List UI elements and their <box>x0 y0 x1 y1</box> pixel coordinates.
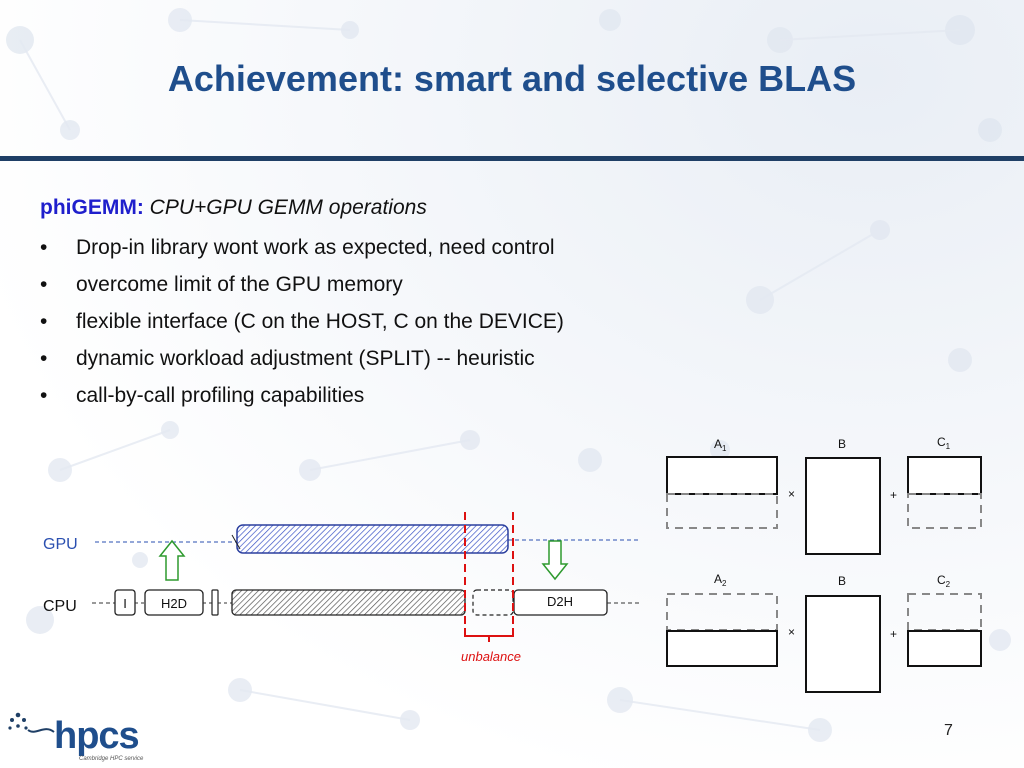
cpu-compute-bar <box>231 589 466 616</box>
subtitle-rest: CPU+GPU GEMM operations <box>149 196 427 219</box>
matrix-c1-bottom <box>907 493 982 529</box>
title-divider <box>0 156 1024 161</box>
matrix-c2-top <box>907 593 982 631</box>
sync-box <box>211 589 219 616</box>
subtitle-lead: phiGEMM: <box>40 196 144 219</box>
bullet-item: flexible interface (C on the HOST, C on … <box>40 310 564 347</box>
subtitle: phiGEMM: CPU+GPU GEMM operations <box>40 196 427 220</box>
a2-label: A2 <box>714 572 727 588</box>
page-number: 7 <box>944 722 953 739</box>
idle-gap-box <box>472 589 514 616</box>
plus-symbol-2: + <box>890 627 897 641</box>
matrix-c1-top <box>907 456 982 495</box>
a1-label: A1 <box>714 437 727 453</box>
times-symbol-1: × <box>788 487 795 501</box>
download-arrow-icon <box>541 540 569 581</box>
slide-title: Achievement: smart and selective BLAS <box>167 58 857 99</box>
init-label: I <box>123 596 127 611</box>
hpcs-logo: hpcs Cambridge HPC service <box>8 712 144 762</box>
bullet-item: overcome limit of the GPU memory <box>40 273 564 310</box>
d2h-label: D2H <box>547 594 573 609</box>
gpu-label: GPU <box>43 536 78 553</box>
cpu-label: CPU <box>43 598 77 615</box>
unbalance-brace <box>464 628 514 642</box>
matrix-a2-bottom <box>666 630 778 667</box>
bullet-item: call-by-call profiling capabilities <box>40 384 564 421</box>
c2-label: C2 <box>937 573 951 589</box>
c1-label: C1 <box>937 435 951 451</box>
gpu-bar-connector <box>231 534 241 550</box>
matrix-a1-top <box>666 456 778 495</box>
matrix-a2-top <box>666 593 778 631</box>
logo-text: hpcs <box>54 715 139 757</box>
times-symbol-2: × <box>788 625 795 639</box>
upload-arrow-icon <box>158 539 186 581</box>
bullet-item: Drop-in library wont work as expected, n… <box>40 236 564 273</box>
matrix-b1 <box>805 457 881 555</box>
bullet-list: Drop-in library wont work as expected, n… <box>40 236 564 421</box>
h2d-label: H2D <box>161 596 187 611</box>
matrix-b2 <box>805 595 881 693</box>
unbalance-label: unbalance <box>461 649 521 664</box>
logo-tagline: Cambridge HPC service <box>79 756 144 762</box>
matrix-a1-bottom <box>666 493 778 529</box>
gpu-compute-bar <box>236 524 509 554</box>
bullet-item: dynamic workload adjustment (SPLIT) -- h… <box>40 347 564 384</box>
plus-symbol-1: + <box>890 488 897 502</box>
matrix-c2-bottom <box>907 630 982 667</box>
b2-label: B <box>838 574 846 588</box>
b1-label: B <box>838 437 846 451</box>
